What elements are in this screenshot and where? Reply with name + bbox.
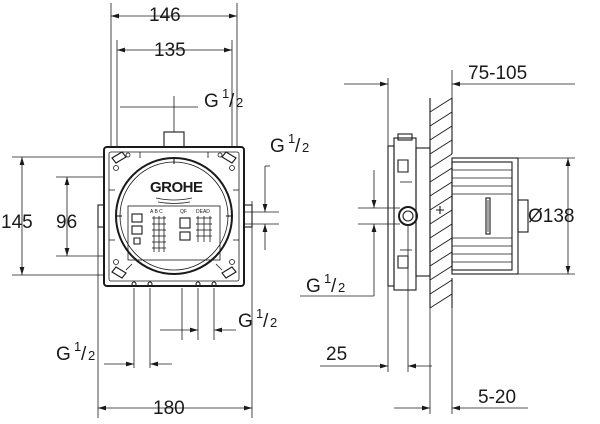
svg-text:G: G xyxy=(238,311,253,332)
dim-25: 25 xyxy=(326,344,347,365)
thread-label-bottom-left: G 1 / 2 xyxy=(56,339,95,365)
dim-135: 135 xyxy=(154,40,186,61)
front-dimensions: 146 135 G 1 / 2 145 96 G 1 xyxy=(1,3,309,419)
svg-text:/: / xyxy=(263,311,269,332)
panel-left-code: QF xyxy=(180,209,187,215)
panel-letters: A B C xyxy=(150,209,163,215)
label-panel xyxy=(127,205,221,261)
thread-label-bottom-right: G 1 / 2 xyxy=(238,306,277,332)
svg-text:/: / xyxy=(81,344,87,365)
dim-180: 180 xyxy=(153,398,185,419)
svg-text:1: 1 xyxy=(324,271,331,286)
thread-label-top: G 1 / 2 xyxy=(204,86,243,112)
mounting-plate-outline xyxy=(103,146,245,287)
svg-text:G: G xyxy=(306,276,321,297)
top-inlet-pipe xyxy=(163,131,185,148)
svg-text:G: G xyxy=(56,344,71,365)
svg-text:2: 2 xyxy=(338,280,345,295)
dim-146: 146 xyxy=(149,5,181,26)
side-port xyxy=(398,206,418,226)
svg-text:1: 1 xyxy=(222,86,229,101)
svg-text:/: / xyxy=(295,136,301,157)
front-view: GROHE A B C QF DEAD xyxy=(97,96,253,287)
side-dimensions: 75-105 Ø138 G 1 / 2 25 5-20 xyxy=(300,63,575,414)
svg-text:2: 2 xyxy=(270,315,277,330)
svg-text:/: / xyxy=(229,91,235,112)
side-front-plate xyxy=(387,145,395,287)
dim-145: 145 xyxy=(1,212,33,233)
left-port-stub xyxy=(97,204,105,228)
grohe-logo: GROHE xyxy=(150,179,203,196)
thread-label-side: G 1 / 2 xyxy=(306,271,345,297)
side-body-cylinder xyxy=(451,157,519,275)
dim-5-20: 5-20 xyxy=(478,387,516,408)
mounting-plate-inner xyxy=(108,151,240,282)
wall-hatching xyxy=(429,97,453,309)
thread-label-right: G 1 / 2 xyxy=(270,131,309,157)
dim-75-105: 75-105 xyxy=(468,63,527,84)
svg-text:2: 2 xyxy=(88,348,95,363)
svg-text:G: G xyxy=(204,91,219,112)
svg-text:1: 1 xyxy=(288,131,295,146)
svg-text:G: G xyxy=(270,136,285,157)
dim-96: 96 xyxy=(56,212,77,233)
body-circle xyxy=(115,157,233,275)
svg-text:1: 1 xyxy=(74,339,81,354)
svg-text:2: 2 xyxy=(302,140,309,155)
side-view xyxy=(387,97,529,309)
panel-right-code: DEAD xyxy=(196,209,210,215)
dim-diameter-138: Ø138 xyxy=(528,206,574,227)
svg-text:1: 1 xyxy=(256,306,263,321)
svg-text:/: / xyxy=(331,276,337,297)
svg-text:2: 2 xyxy=(236,95,243,110)
